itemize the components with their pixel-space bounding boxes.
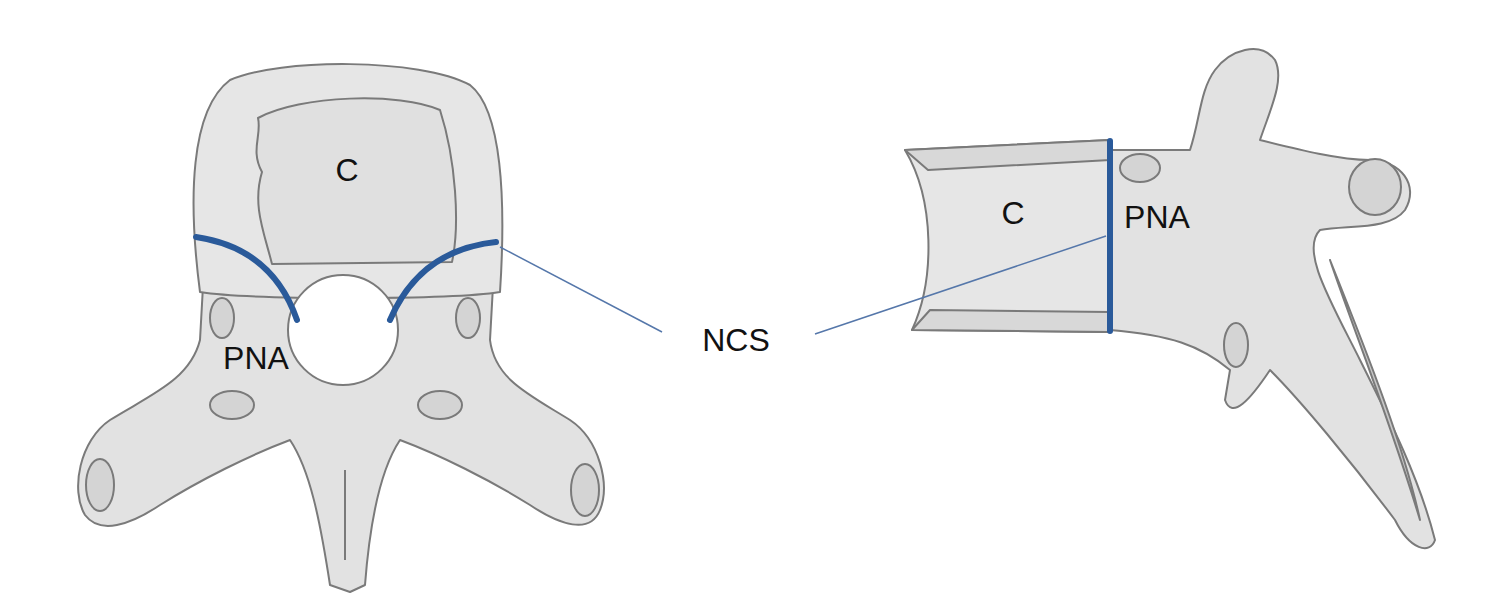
part-label: C xyxy=(335,154,358,186)
part-label: PNA xyxy=(1124,201,1190,233)
part-label: NCS xyxy=(702,324,770,356)
part-label: C xyxy=(1001,197,1024,229)
part-label: PNA xyxy=(223,342,289,374)
